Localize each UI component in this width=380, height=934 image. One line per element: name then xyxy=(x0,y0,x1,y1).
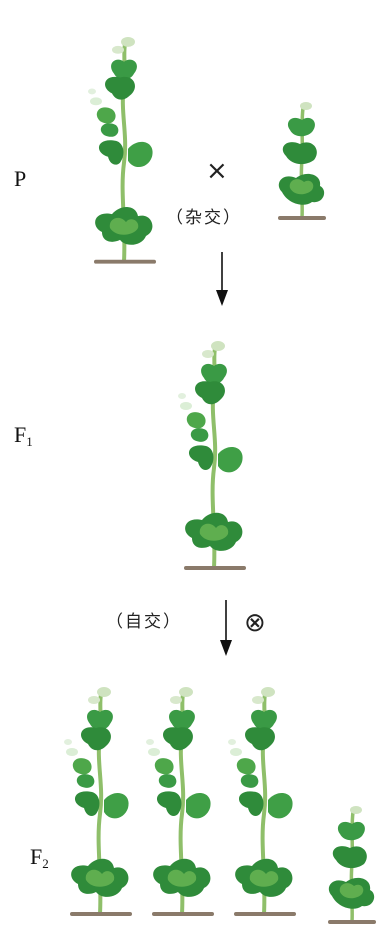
arrow-f1-to-f2 xyxy=(220,600,232,656)
p-short-plant xyxy=(278,102,326,220)
self-symbol: ⊗ xyxy=(244,610,266,636)
cross-label: （杂交） xyxy=(166,210,242,227)
p-tall-plant xyxy=(88,37,156,264)
arrow-p-to-f1 xyxy=(216,252,228,306)
self-label: （自交） xyxy=(106,614,182,631)
cross-symbol: × xyxy=(206,158,228,184)
f2-tall-plant xyxy=(146,687,214,916)
label-f1: F1 xyxy=(14,424,33,448)
f2-tall-plant xyxy=(228,687,296,916)
label-f2: F2 xyxy=(30,846,49,870)
f2-tall-plant xyxy=(64,687,132,916)
label-f1-subscript: 1 xyxy=(26,434,33,449)
label-f2-letter: F xyxy=(30,844,42,869)
f2-short-plant xyxy=(328,806,376,924)
label-p: P xyxy=(14,168,26,190)
label-f1-letter: F xyxy=(14,422,26,447)
label-f2-subscript: 2 xyxy=(42,856,49,871)
f1-tall-plant xyxy=(178,341,246,570)
